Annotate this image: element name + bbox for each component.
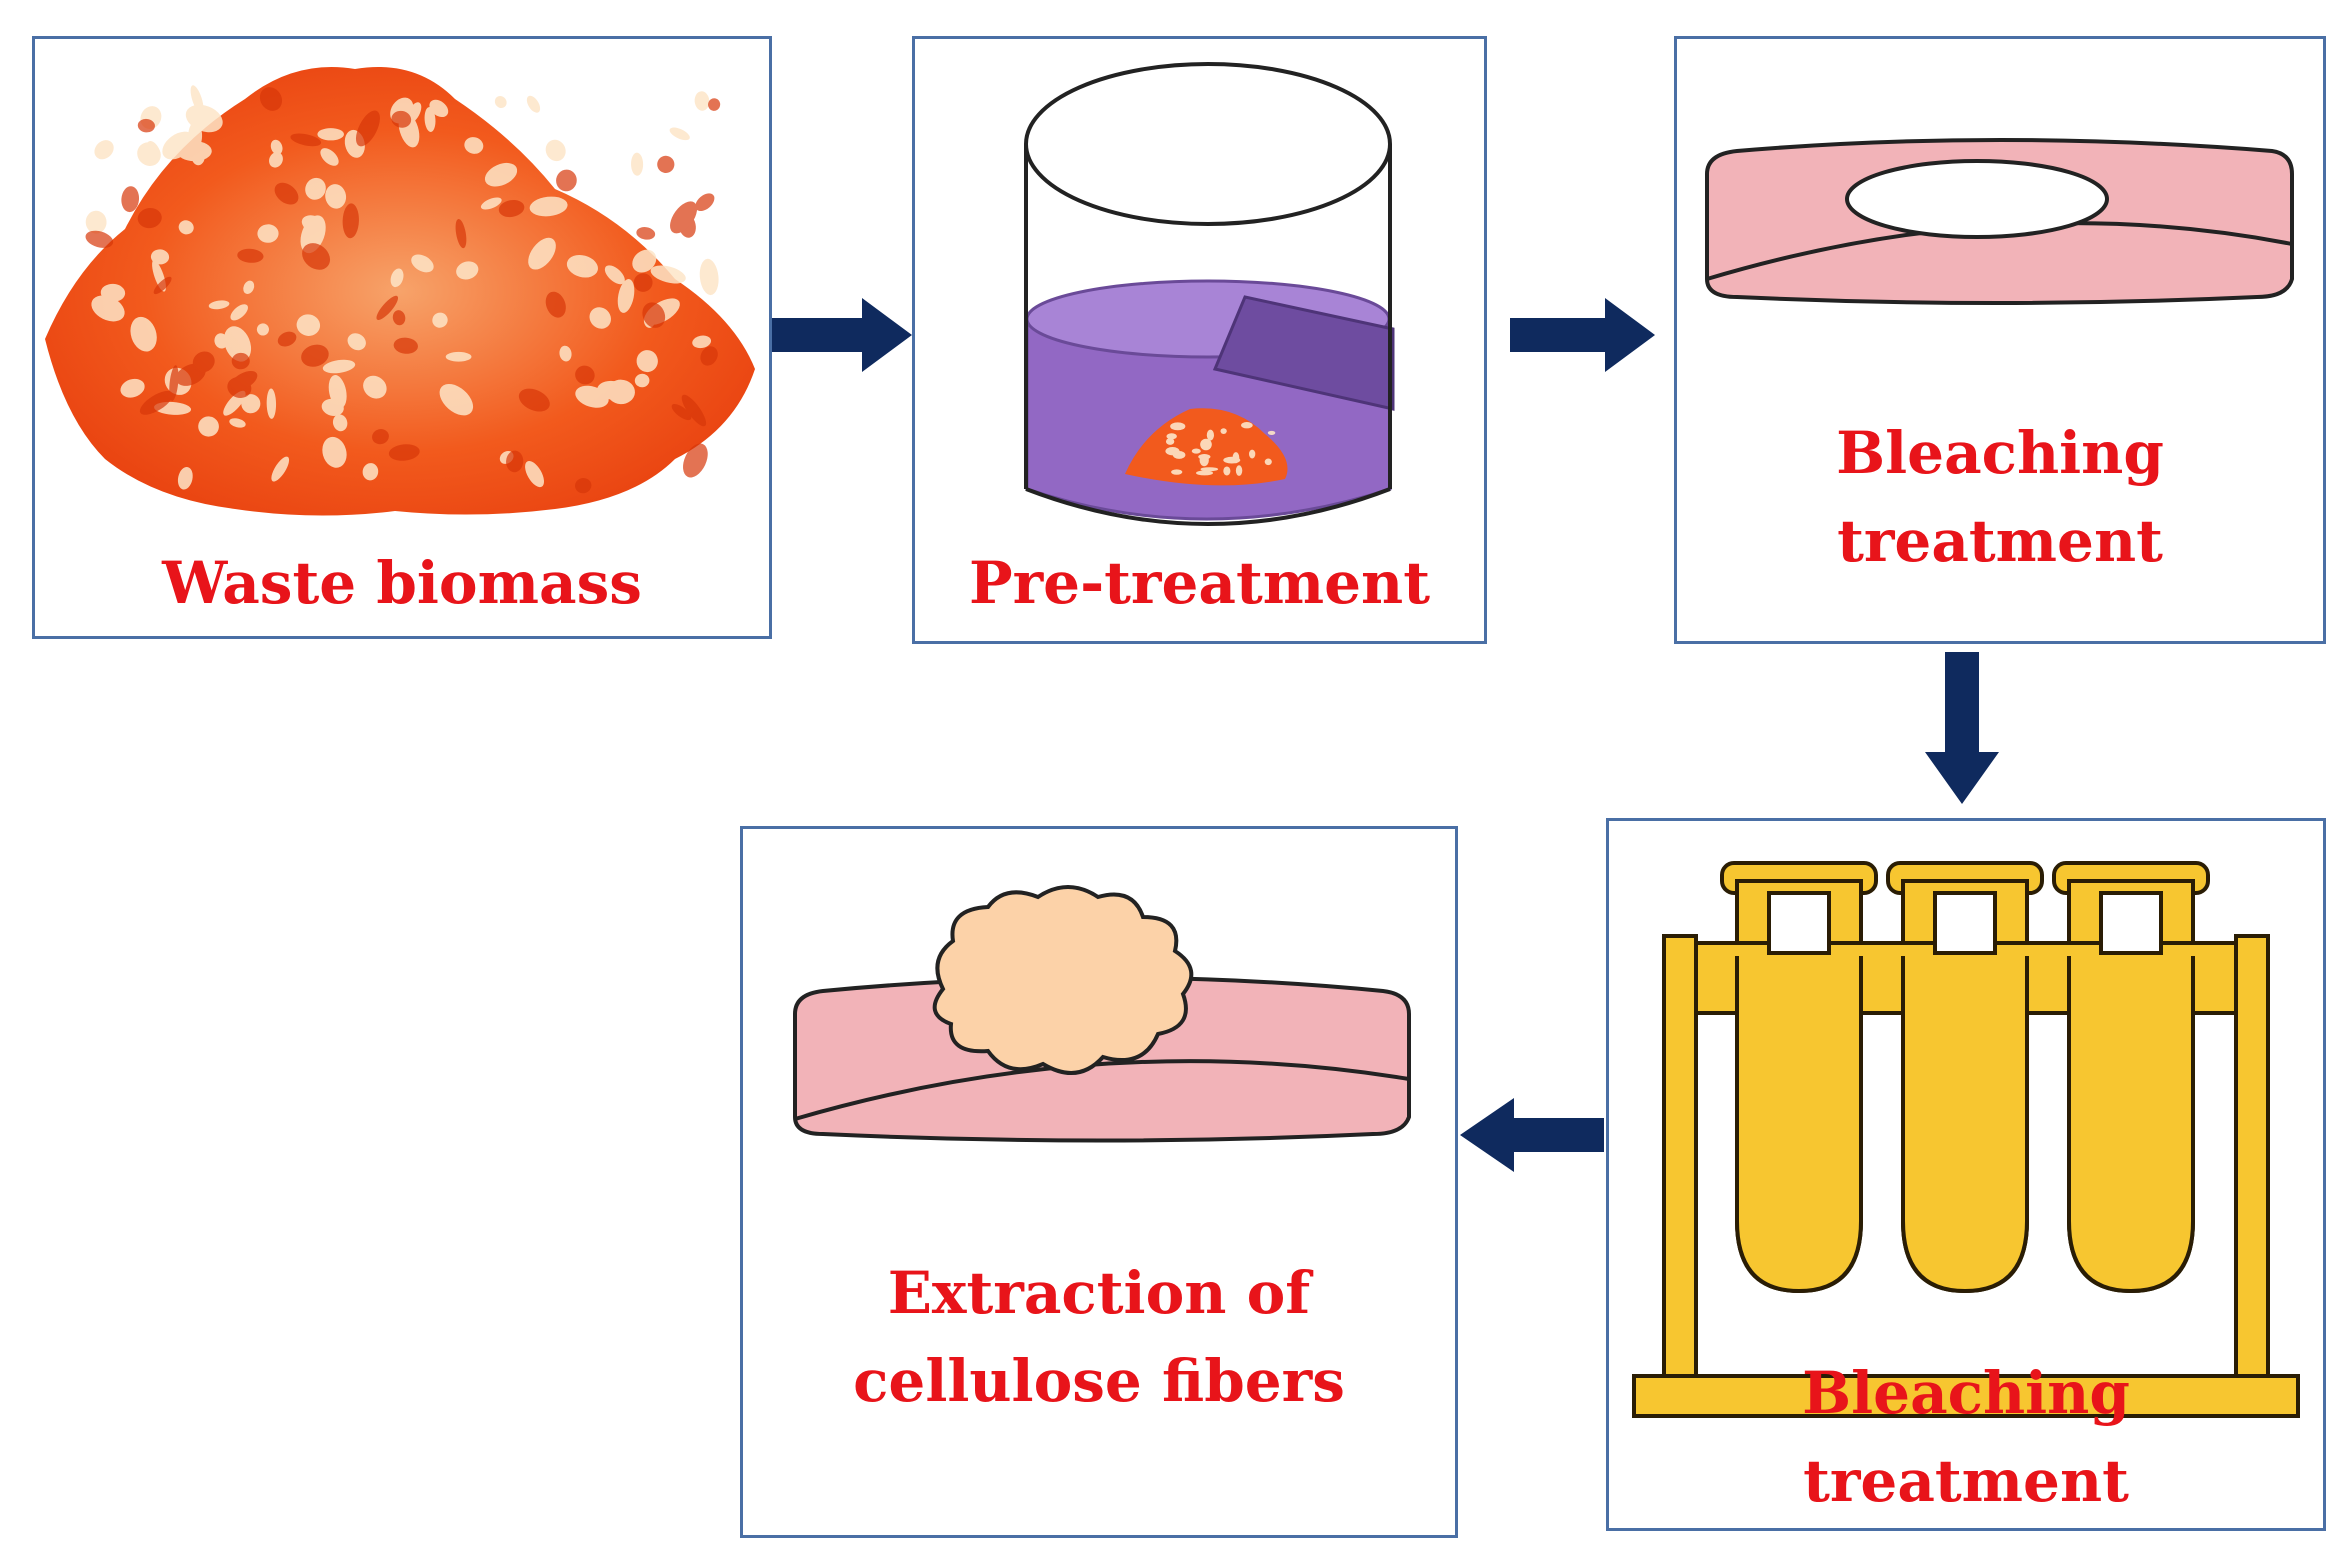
label-line: Pre-treatment (969, 549, 1430, 617)
arrow-left-icon (1460, 1098, 1604, 1172)
step-box-pre-treatment: Pre-treatment (912, 36, 1487, 644)
step-box-waste-biomass: Waste biomass (32, 36, 772, 639)
beaker-icon (1024, 62, 1395, 526)
step-label-bleaching-treatment-2: Bleaching treatment (1609, 1349, 2323, 1525)
arrow-down-icon (1925, 652, 1999, 804)
label-line: cellulose fibers (853, 1347, 1345, 1415)
label-line: Waste biomass (162, 549, 642, 617)
label-line: Bleaching (1802, 1359, 2130, 1427)
test-tube-rack-icon (1632, 861, 2300, 1418)
arrow-right-icon (772, 298, 912, 372)
step-box-extraction-cellulose: Extraction of cellulose fibers (740, 826, 1458, 1538)
label-line: treatment (1803, 1447, 2129, 1515)
label-line: Bleaching (1836, 419, 2164, 487)
petri-dish-icon (1705, 138, 2294, 305)
biomass-pile-icon (45, 67, 755, 516)
step-label-pre-treatment: Pre-treatment (915, 539, 1484, 627)
cellulose-dish-icon (793, 885, 1411, 1143)
step-label-waste-biomass: Waste biomass (35, 539, 769, 627)
step-label-bleaching-treatment-1: Bleaching treatment (1677, 409, 2323, 585)
step-label-extraction-cellulose: Extraction of cellulose fibers (743, 1249, 1455, 1425)
arrow-right-icon (1510, 298, 1655, 372)
label-line: treatment (1837, 507, 2163, 575)
label-line: Extraction of (887, 1259, 1311, 1327)
step-box-bleaching-treatment-1: Bleaching treatment (1674, 36, 2326, 644)
step-box-bleaching-treatment-2: Bleaching treatment (1606, 818, 2326, 1531)
